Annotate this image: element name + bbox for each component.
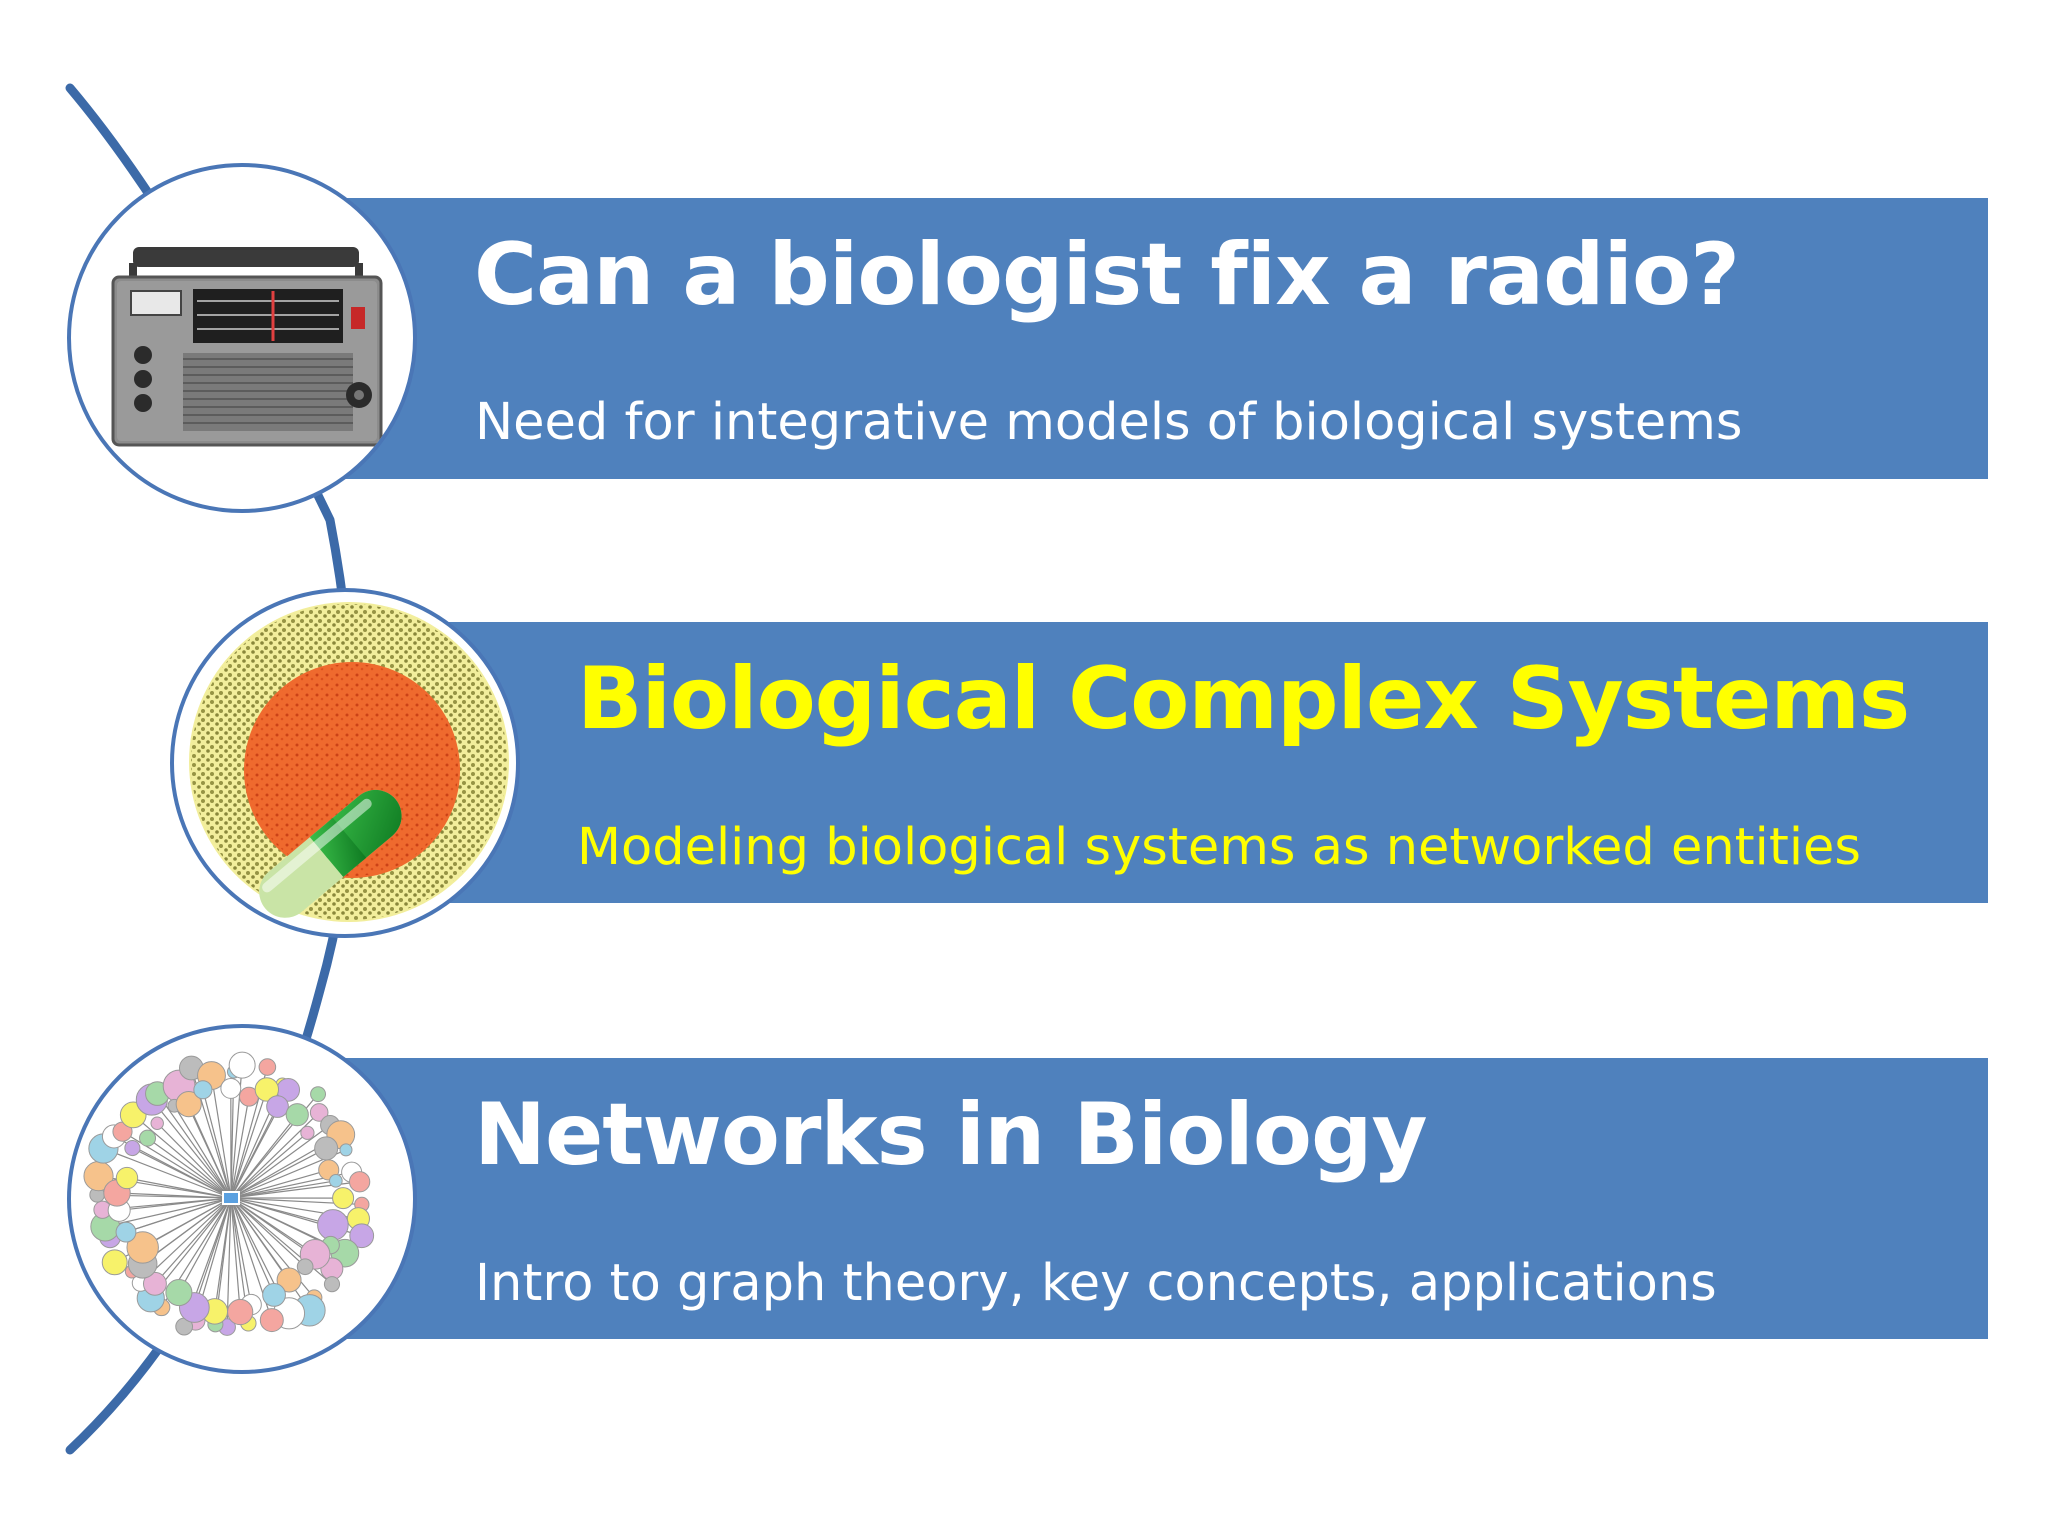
item-band-2 xyxy=(340,622,1988,903)
item-band-1 xyxy=(340,198,1988,479)
item-title-1: Can a biologist fix a radio? xyxy=(474,225,1740,325)
item-subtitle-1: Need for integrative models of biologica… xyxy=(475,393,1743,452)
item-band-3 xyxy=(340,1058,1988,1339)
item-title-3: Networks in Biology xyxy=(474,1085,1428,1185)
item-title-2: Biological Complex Systems xyxy=(577,649,1910,749)
network-graph-icon xyxy=(67,1024,417,1374)
item-subtitle-3: Intro to graph theory, key concepts, app… xyxy=(475,1254,1717,1313)
item-subtitle-2: Modeling biological systems as networked… xyxy=(577,818,1861,877)
cell-with-capsule-icon xyxy=(170,588,520,938)
radio-icon xyxy=(67,163,417,513)
